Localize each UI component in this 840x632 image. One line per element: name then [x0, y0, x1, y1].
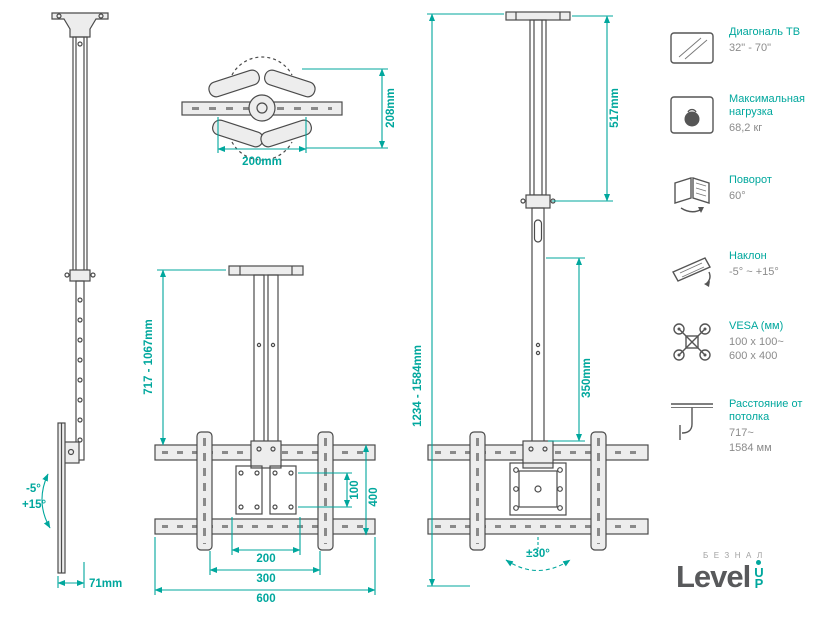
- spec-title: Расстояние от потолка: [729, 398, 803, 424]
- dim-width-600: 600: [154, 537, 376, 605]
- dim-width-200: 200: [231, 517, 301, 565]
- width-200-dim-label: 200: [256, 553, 275, 565]
- side-view-drawing: [51, 12, 109, 574]
- spec-tilt: Наклон -5° ~ +15°: [668, 250, 833, 299]
- tilt-icon: [668, 250, 718, 299]
- depth-dim-label: 71mm: [89, 578, 122, 590]
- vesa-100-dim-label: 100: [349, 480, 361, 499]
- logo-dot-icon: [756, 560, 762, 565]
- top-view-width-dim-label: 200mm: [242, 156, 282, 168]
- logo-up-mark: U P: [754, 560, 764, 592]
- logo-brand-name: Level: [676, 559, 751, 594]
- swivel-dim-label: ±30°: [526, 548, 550, 560]
- max-load-icon: [668, 93, 718, 142]
- dim-lower-section-350: 350mm: [546, 257, 593, 442]
- spec-swivel: Поворот 60°: [668, 174, 833, 223]
- ceiling-to-tv-dim-label: 717 - 1067mm: [143, 319, 155, 394]
- vesa-400-dim-label: 400: [368, 487, 380, 506]
- spec-ceiling-distance: Расстояние от потолка 717~ 1584 мм: [668, 398, 833, 455]
- dim-vesa-100: 100: [298, 472, 361, 508]
- tilt-up-dim-label: -5°: [26, 483, 41, 495]
- total-height-dim-label: 1234 - 1584mm: [412, 345, 424, 427]
- dim-swivel-30: ±30°: [505, 537, 571, 571]
- spec-value: 717~ 1584 мм: [729, 427, 772, 454]
- swivel-icon: [668, 174, 718, 223]
- dim-ceiling-to-tv: 717 - 1067mm: [143, 269, 226, 446]
- spec-value: 68,2 кг: [729, 122, 763, 135]
- dim-total-height: 1234 - 1584mm: [412, 13, 504, 587]
- spec-value: -5° ~ +15°: [729, 266, 779, 279]
- extended-view-drawing: [427, 11, 649, 551]
- mount-technical-diagram: -5° +15° 71mm 208mm 200mm: [22, 11, 649, 605]
- spec-value: 60°: [729, 190, 746, 203]
- spec-panel: Диагональ ТВ 32" - 70" Максимальная нагр…: [664, 0, 840, 632]
- spec-value: 32" - 70": [729, 42, 772, 55]
- brand-logo: БЕЗНАЛ Level U P: [676, 551, 826, 592]
- dim-tilt-range: -5° +15°: [22, 473, 51, 529]
- vesa-icon: [668, 320, 718, 369]
- dim-upper-section-517: 517mm: [552, 15, 621, 202]
- dim-top-view-depth: 208mm: [302, 68, 397, 149]
- dim-vesa-400: 400: [363, 444, 380, 536]
- spec-title: Наклон: [729, 250, 767, 262]
- upper-section-dim-label: 517mm: [609, 88, 621, 128]
- dim-depth-71mm: 71mm: [57, 562, 122, 590]
- width-300-dim-label: 300: [256, 573, 275, 585]
- top-view-depth-dim-label: 208mm: [385, 88, 397, 128]
- spec-title: Поворот: [729, 174, 772, 186]
- tv-diagonal-icon: [668, 26, 718, 75]
- logo-up-letter-u: U: [754, 565, 764, 580]
- spec-title: VESA (мм): [729, 320, 784, 332]
- spec-tv-diagonal: Диагональ ТВ 32" - 70": [668, 26, 833, 75]
- spec-value: 100 x 100~ 600 x 400: [729, 336, 784, 363]
- tilt-down-dim-label: +15°: [22, 499, 47, 511]
- lower-section-dim-label: 350mm: [581, 358, 593, 398]
- spec-max-load: Максимальная нагрузка 68,2 кг: [668, 93, 833, 142]
- ceiling-distance-icon: [668, 398, 718, 447]
- spec-title: Максимальная нагрузка: [729, 93, 805, 119]
- dim-width-300: 300: [209, 551, 321, 585]
- logo-up-letter-p: P: [754, 576, 764, 592]
- dim-top-view-width: 200mm: [217, 117, 307, 168]
- spec-vesa: VESA (мм) 100 x 100~ 600 x 400: [668, 320, 833, 369]
- logo-tagline: БЕЗНАЛ: [703, 551, 768, 560]
- width-600-dim-label: 600: [256, 593, 275, 605]
- top-view-drawing: [181, 56, 343, 161]
- spec-title: Диагональ ТВ: [729, 26, 801, 38]
- front-view-drawing: [154, 265, 376, 551]
